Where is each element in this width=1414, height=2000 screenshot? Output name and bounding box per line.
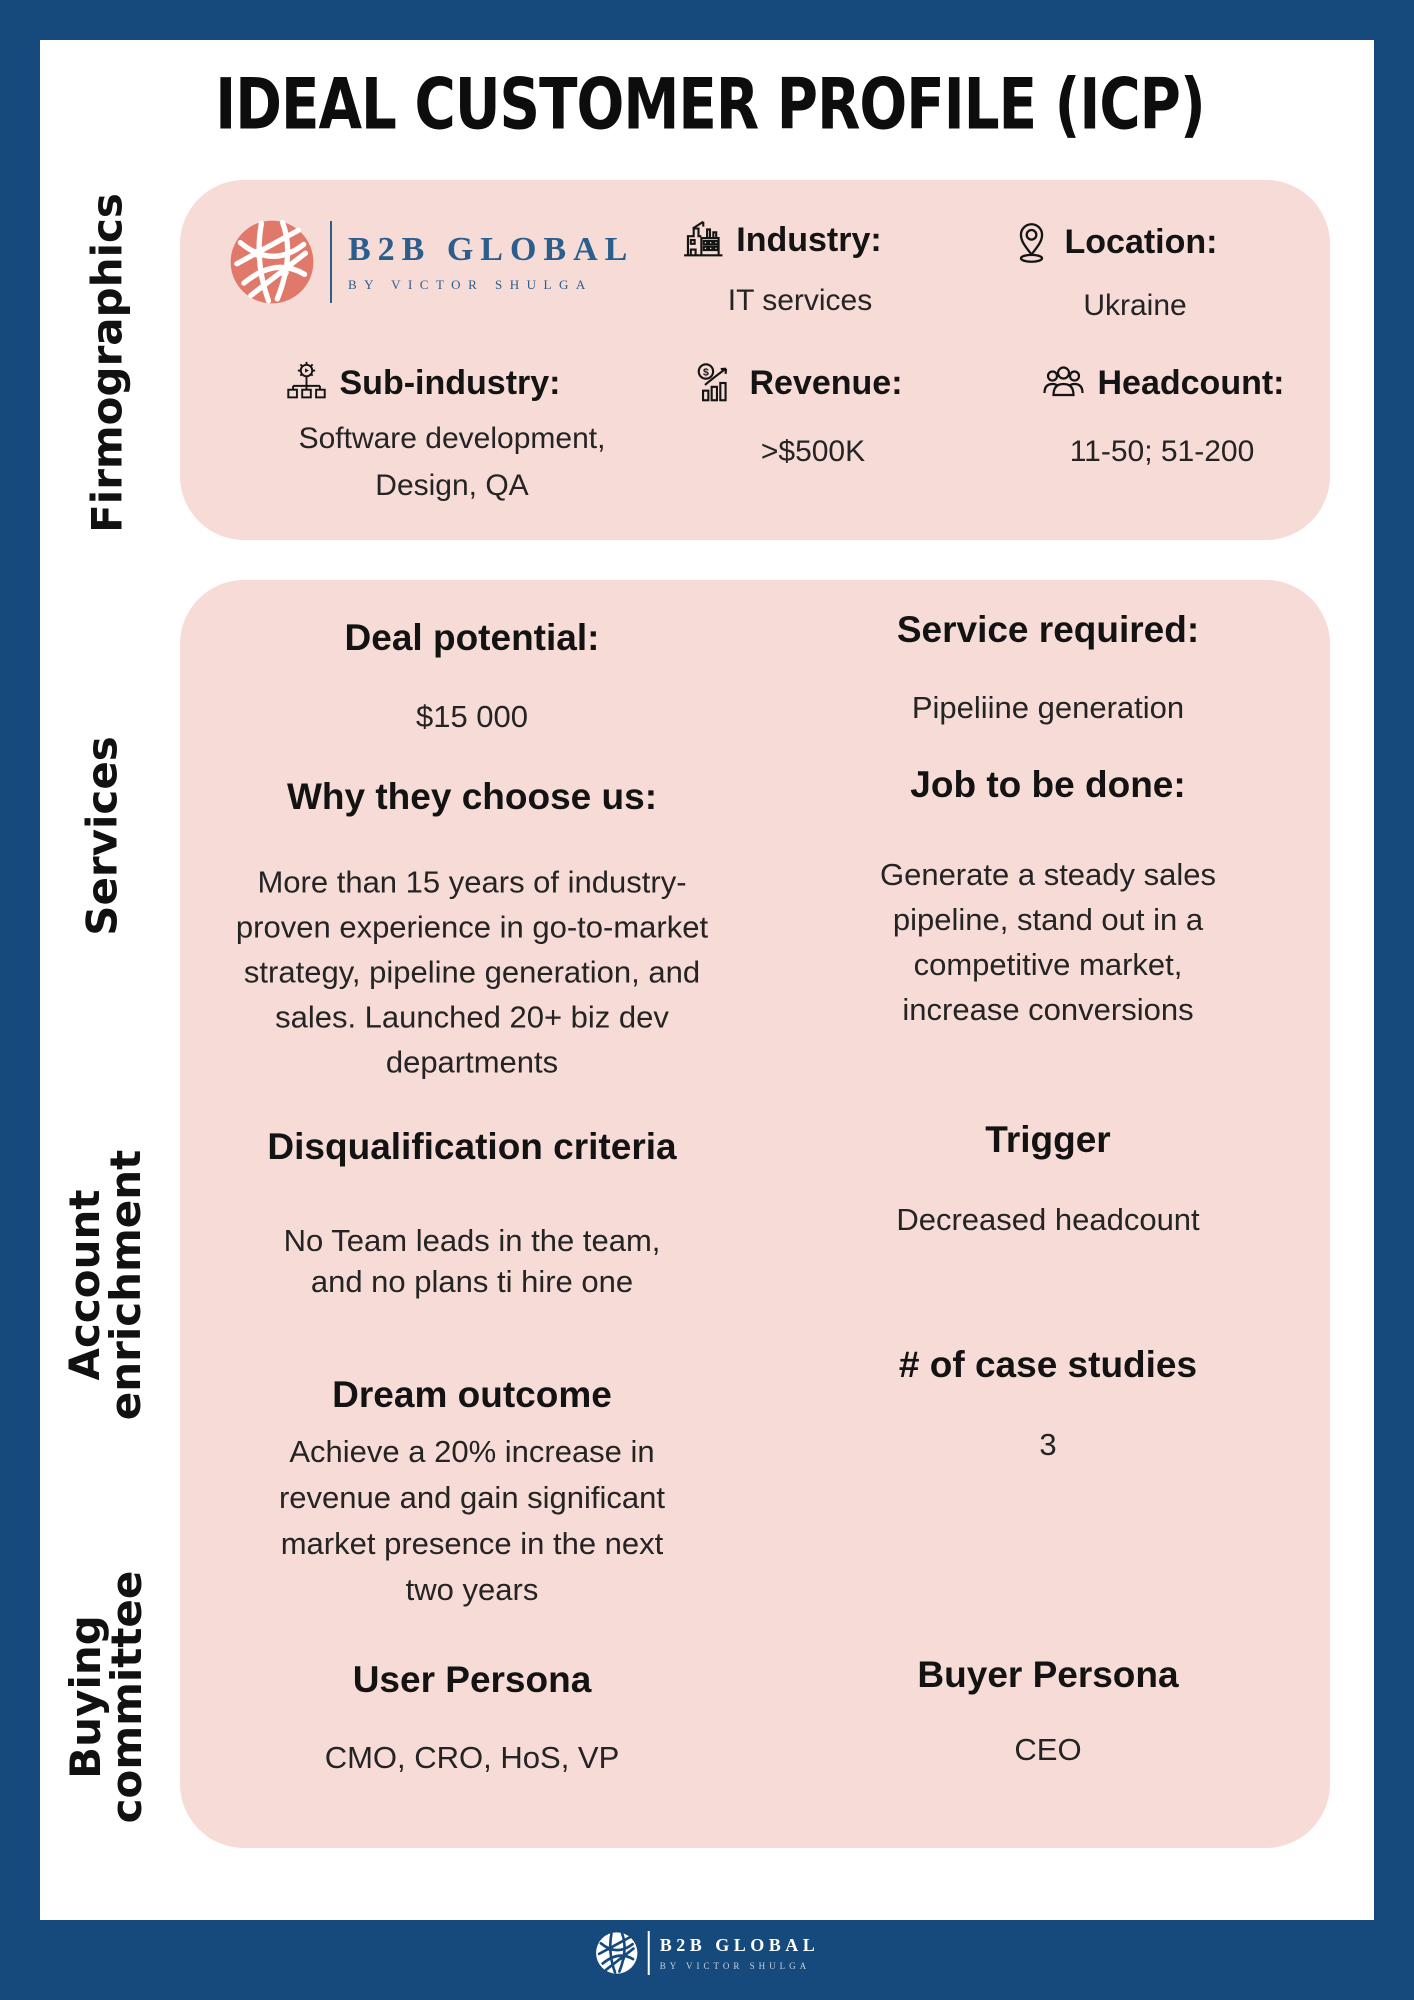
gear-hierarchy-icon xyxy=(287,361,326,399)
map-pin-icon xyxy=(1019,223,1044,263)
footer-brand-logo: B2B GLOBAL BY VICTOR SHULGA xyxy=(595,1931,820,1975)
service-required-heading: Service required: xyxy=(896,609,1200,650)
user-persona-value: CMO, CRO, HoS, VP xyxy=(324,1740,620,1775)
job-to-be-done-heading: Job to be done: xyxy=(910,764,1186,805)
location-value: Ukraine xyxy=(1083,289,1187,322)
why-choose-text: More than 15 years of industry- proven e… xyxy=(235,864,709,1080)
main-box: Deal potential: $15 000 Why they choose … xyxy=(180,580,1330,1848)
job-to-be-done-text: Generate a steady sales pipeline, stand … xyxy=(879,857,1217,1027)
footer-globe-logo-icon xyxy=(596,1931,638,1974)
sub-industry-value: Software development, Design, QA xyxy=(298,422,606,502)
buyer-persona-value: CEO xyxy=(1014,1732,1082,1767)
footer-brand-name: B2B GLOBAL xyxy=(659,1935,820,1955)
section-label-services: Services xyxy=(77,736,127,936)
location-heading: Location: xyxy=(1009,219,1217,265)
headcount-heading: Headcount: xyxy=(1040,359,1285,407)
factory-icon xyxy=(684,220,723,257)
revenue-value: >$500K xyxy=(760,435,866,468)
firmographics-box: B2B GLOBAL BY VICTOR SHULGA Industry: IT… xyxy=(180,180,1330,540)
logo-divider xyxy=(330,221,332,303)
brand-logo: B2B GLOBAL BY VICTOR SHULGA xyxy=(228,218,634,306)
revenue-heading: $ Revenue: xyxy=(693,360,903,406)
brand-tagline: BY VICTOR SHULGA xyxy=(348,277,593,292)
dollar-growth-icon: $ xyxy=(697,363,728,402)
section-label-firmographics: Firmographics xyxy=(82,193,132,533)
logo-text: B2B GLOBAL BY VICTOR SHULGA xyxy=(348,231,634,293)
sub-industry-heading: Sub-industry: xyxy=(284,360,560,406)
people-icon xyxy=(1043,366,1084,397)
case-studies-heading: # of case studies xyxy=(898,1344,1198,1385)
industry-value: IT services xyxy=(727,284,873,317)
globe-logo-icon xyxy=(230,219,314,304)
user-persona-heading: User Persona xyxy=(352,1659,592,1700)
headcount-value: 11-50; 51-200 xyxy=(1069,435,1255,468)
section-label-buying-committee: Buying committee xyxy=(60,1570,151,1824)
svg-text:$: $ xyxy=(703,366,709,378)
service-required-value: Pipeliine generation xyxy=(911,690,1185,725)
deal-potential-value: $15 000 xyxy=(415,699,529,734)
footer-logo-text: B2B GLOBAL BY VICTOR SHULGA xyxy=(660,1935,820,1971)
trigger-heading: Trigger xyxy=(985,1119,1111,1160)
disqualification-text: No Team leads in the team, and no plans … xyxy=(283,1223,661,1299)
footer-logo-divider xyxy=(647,1931,650,1975)
dream-outcome-heading: Dream outcome xyxy=(332,1374,612,1415)
footer-brand-tagline: BY VICTOR SHULGA xyxy=(659,1961,811,1971)
why-choose-heading: Why they choose us: xyxy=(286,776,658,817)
trigger-value: Decreased headcount xyxy=(896,1202,1200,1237)
brand-name: B2B GLOBAL xyxy=(348,231,635,268)
dream-outcome-text: Achieve a 20% increase in revenue and ga… xyxy=(278,1434,666,1607)
deal-potential-heading: Deal potential: xyxy=(344,617,600,658)
industry-heading: Industry: xyxy=(680,217,882,263)
disqualification-heading: Disqualification criteria xyxy=(267,1126,677,1167)
section-label-account-enrichment: Account enrichment xyxy=(59,1149,150,1421)
case-studies-value: 3 xyxy=(1039,1427,1057,1462)
buyer-persona-heading: Buyer Persona xyxy=(917,1654,1179,1695)
page-title: IDEAL CUSTOMER PROFILE (ICP) xyxy=(215,62,1205,146)
